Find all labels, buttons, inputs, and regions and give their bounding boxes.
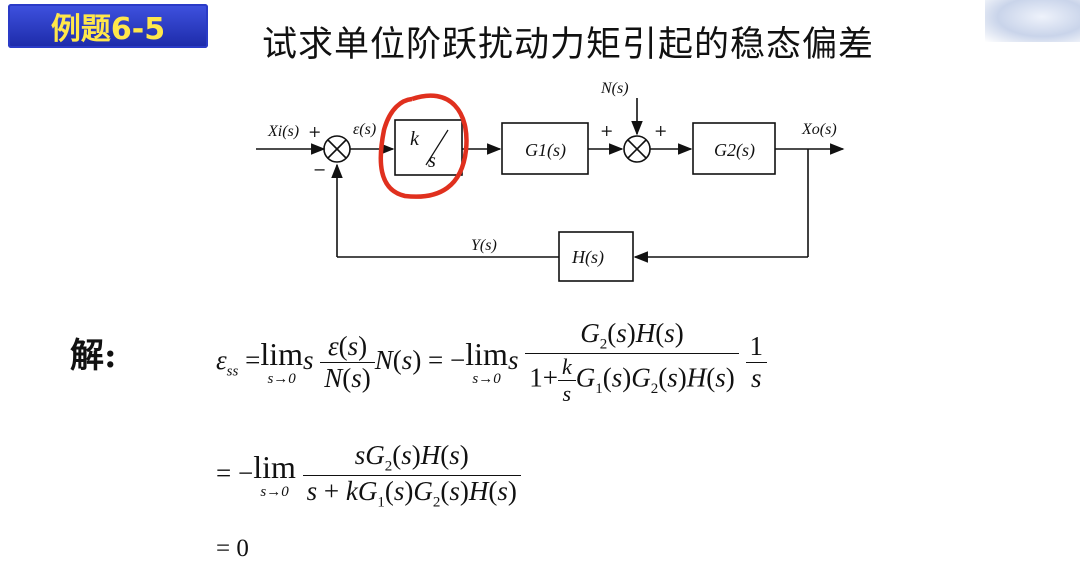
block-g1-label: G1(s) [525, 140, 566, 161]
block-h-label: H(s) [571, 247, 604, 268]
block-g2-label: G2(s) [714, 140, 755, 161]
page-title: 试求单位阶跃扰动力矩引起的稳态偏差 [262, 25, 875, 65]
block-k-numerator: k [410, 128, 420, 150]
sum2-plus-right: + [654, 121, 667, 140]
decorative-globe-corner [985, 0, 1080, 42]
example-badge: 例题6-5 [8, 4, 208, 48]
feedback-minus-sign: − [313, 160, 326, 179]
input-plus-sign: + [308, 122, 321, 141]
output-label: Xo(s) [801, 121, 837, 138]
example-badge-label: 例题6-5 [50, 12, 166, 47]
feedback-signal-label: Y(s) [471, 237, 497, 254]
input-label: Xi(s) [267, 123, 299, 140]
block-k-denominator: s [428, 150, 436, 172]
solution-label: 解: [70, 336, 117, 376]
red-annotation-circle [378, 93, 469, 199]
error-label: ε(s) [353, 121, 376, 138]
disturbance-label: N(s) [600, 80, 629, 97]
equation-line-3: = 0 [216, 535, 249, 562]
sum2-plus-left: + [600, 121, 613, 140]
block-k-over-s [394, 119, 463, 176]
